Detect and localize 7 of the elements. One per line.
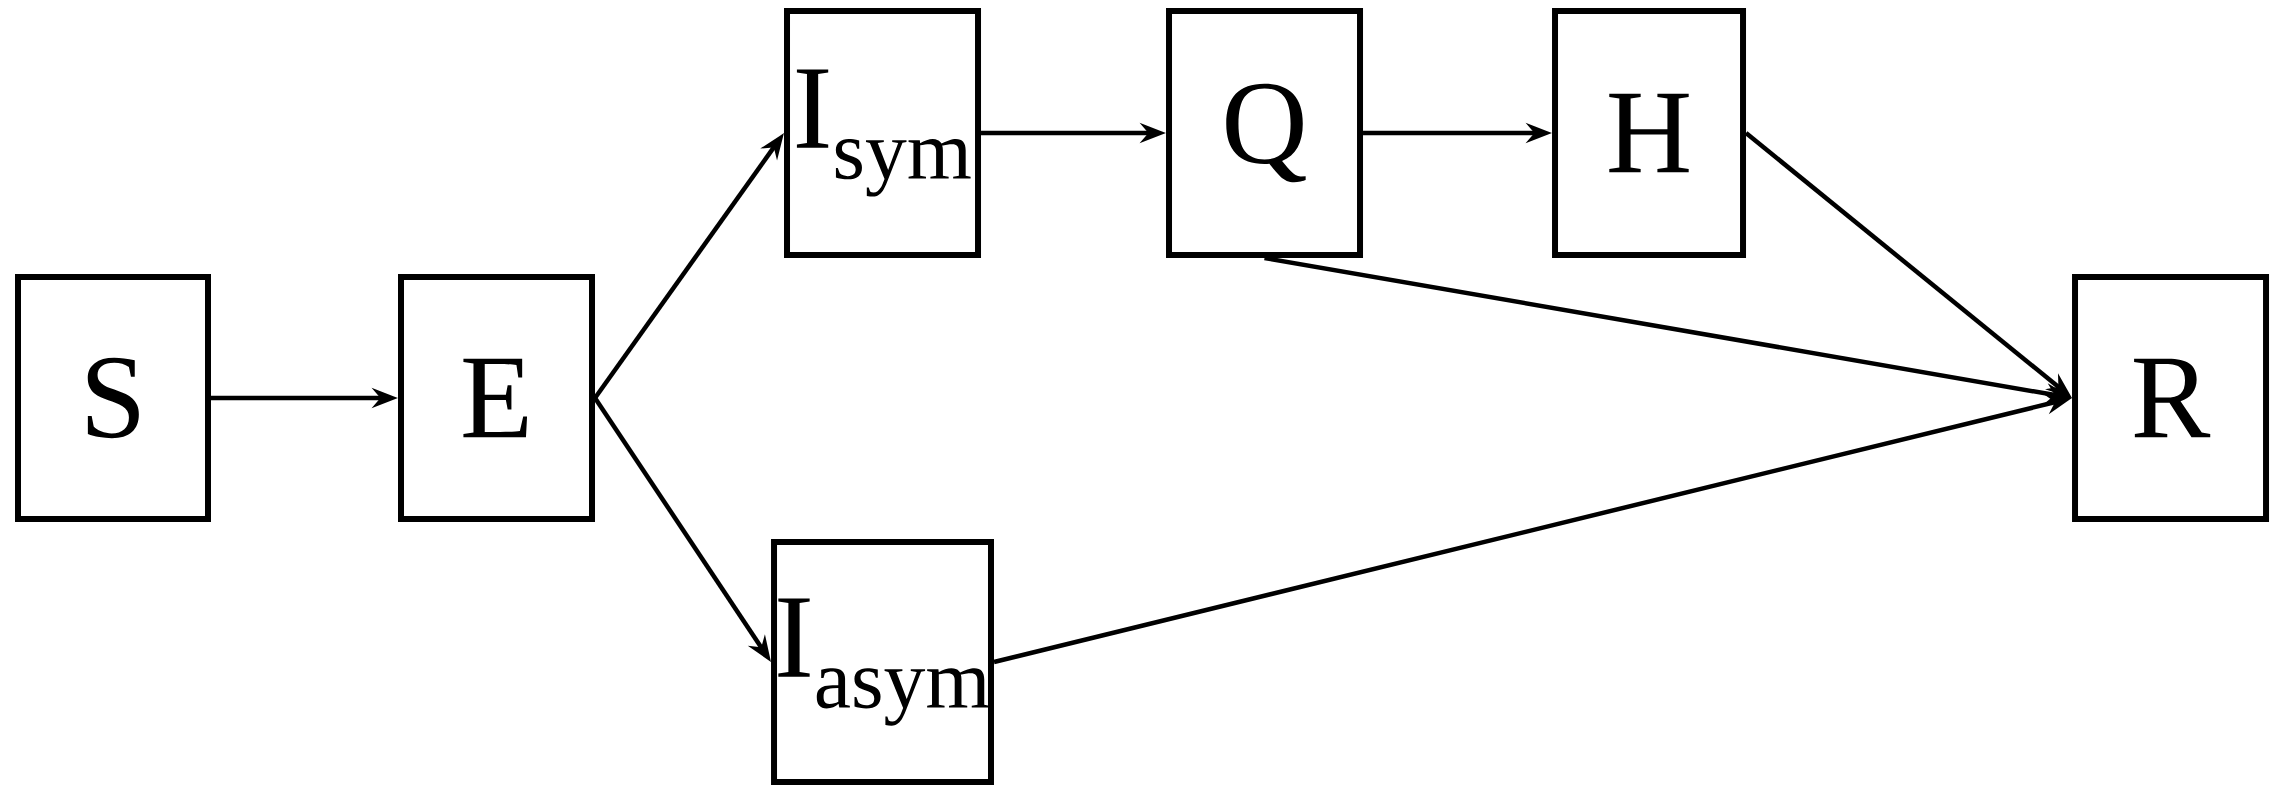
compartment-box: S: [15, 274, 211, 522]
compartment-box: H: [1552, 8, 1747, 258]
compartment-box: R: [2072, 274, 2270, 522]
compartment-box: I$_{sym}$: [784, 8, 981, 258]
compartment-box: Q: [1166, 8, 1363, 258]
compartment-box: E: [398, 274, 595, 522]
compartment-box: I$_{asym}$: [771, 539, 994, 785]
